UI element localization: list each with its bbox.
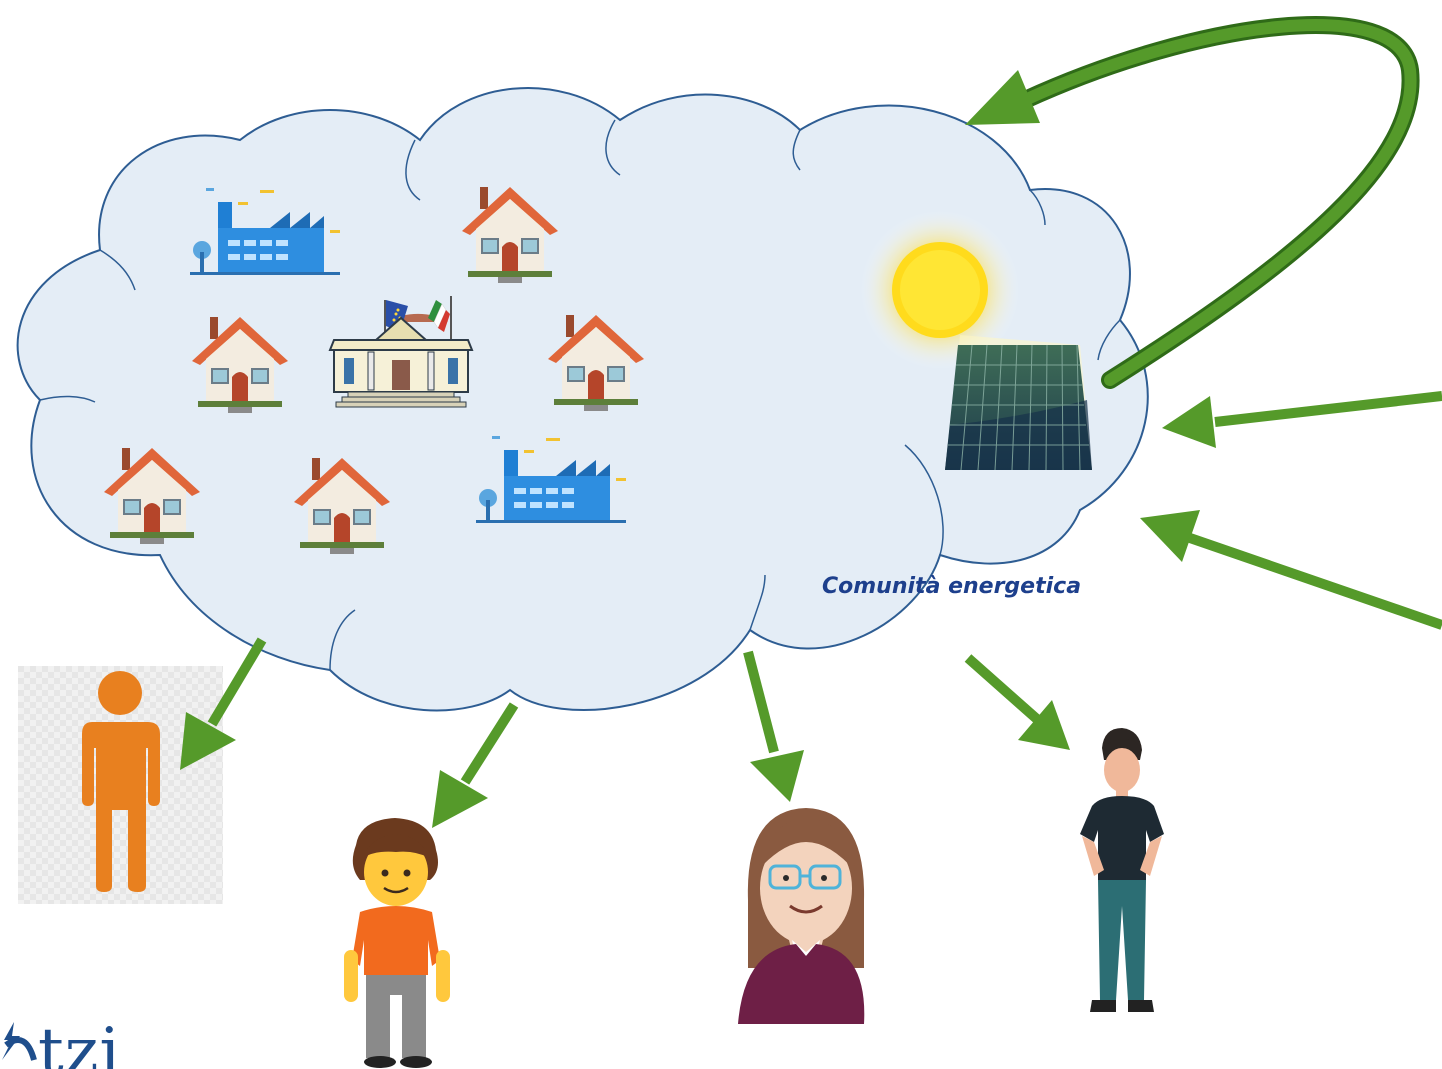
outgoing-arrow bbox=[964, 654, 1042, 724]
cloud-contour bbox=[904, 444, 944, 556]
outgoing-arrow bbox=[743, 650, 779, 754]
italy-flag-icon bbox=[428, 300, 450, 332]
cloud-contour bbox=[1029, 189, 1046, 226]
cloud-contour bbox=[749, 574, 766, 631]
cloud-contour bbox=[405, 139, 421, 201]
woman-with-glasses bbox=[738, 808, 865, 1024]
house-icon bbox=[462, 187, 558, 283]
outgoing-arrow bbox=[207, 637, 267, 727]
orange-person-silhouette bbox=[18, 666, 223, 904]
outgoing-arrow-head bbox=[750, 750, 804, 802]
house-icon bbox=[192, 317, 288, 413]
factory-icon bbox=[190, 188, 340, 275]
house-icon bbox=[548, 315, 644, 411]
incoming-arrow bbox=[1188, 533, 1442, 630]
incoming-arrow-head bbox=[1162, 396, 1216, 448]
cloud-contour bbox=[1097, 319, 1121, 361]
solar-panel-icon bbox=[945, 344, 1092, 471]
house-icon bbox=[294, 458, 390, 554]
outgoing-arrow bbox=[460, 702, 519, 785]
logo-arc bbox=[4, 1037, 37, 1061]
outgoing-arrow-head bbox=[180, 712, 236, 770]
sun-icon bbox=[860, 210, 1020, 370]
lightning-bolt-icon bbox=[2, 1022, 20, 1060]
cloud-contour bbox=[329, 609, 356, 671]
town-hall-icon bbox=[328, 296, 474, 408]
loop-arrow-head bbox=[965, 70, 1040, 125]
logo-text: tzi bbox=[38, 1015, 121, 1069]
outgoing-arrow-head bbox=[1018, 700, 1070, 750]
incoming-arrow bbox=[1214, 391, 1442, 427]
cloud-contour bbox=[605, 119, 621, 176]
eu-flag-icon bbox=[386, 300, 408, 332]
house-icon bbox=[104, 448, 200, 544]
cloud-contour bbox=[39, 395, 96, 403]
cloud-contour bbox=[99, 249, 136, 291]
cloud-contour bbox=[792, 129, 801, 171]
community-label: Comunità energetica bbox=[822, 574, 1082, 599]
young-man-standing bbox=[1080, 728, 1164, 1012]
factory-icon bbox=[476, 436, 626, 523]
curly-hair-person bbox=[344, 818, 450, 1068]
incoming-arrow-head bbox=[1140, 510, 1200, 562]
outgoing-arrow-head bbox=[432, 770, 488, 828]
